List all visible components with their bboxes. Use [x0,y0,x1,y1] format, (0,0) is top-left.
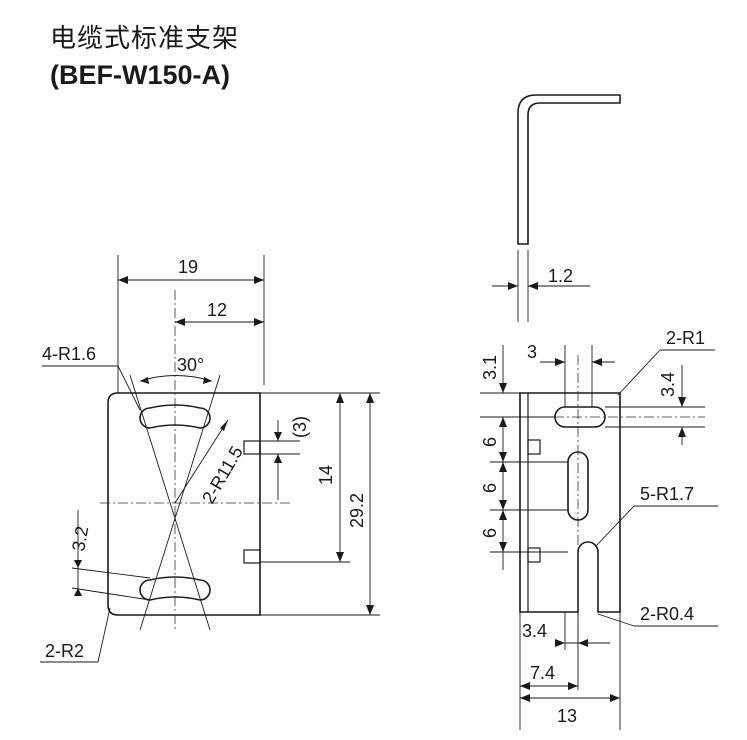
front-bump-upper [243,440,261,455]
front-view: 19 12 4-R1.6 30° 2-R11.5 (3) 14 [40,255,380,663]
dim-3-4-bottom: 3.4 [522,621,547,641]
front-plate-outline [107,392,261,616]
angle-arc-30 [139,375,213,382]
label-5-r1-7: 5-R1.7 [640,484,694,504]
page-title: 电缆式标准支架 [50,24,240,54]
radius-11-5-line [174,419,229,504]
fan-line-2 [139,374,221,631]
model-number: (BEF-W150-A) [50,60,230,90]
dim-paren-3: (3) [290,416,310,438]
rear-bump-lower [527,547,541,563]
radius-arrow [220,420,228,431]
dim-19: 19 [178,257,198,277]
l-bracket-profile [517,94,621,245]
dim-6-c: 6 [480,528,500,538]
dim-6-a: 6 [480,437,500,447]
dim-3-2: 3.2 [68,525,92,553]
dim-13: 13 [557,706,577,726]
dim-3: 3 [527,342,537,362]
front-bump-lower [243,549,261,564]
dim-3-1: 3.1 [480,355,500,380]
dim-29-2: 29.2 [347,493,367,528]
rear-bump-upper [527,439,541,455]
dim-1-2: 1.2 [548,266,573,286]
angle-30: 30° [177,355,204,375]
label-2-r1: 2-R1 [666,328,705,348]
label-2-r0-4: 2-R0.4 [640,604,694,624]
dim-7-4: 7.4 [530,663,555,683]
dim-12: 12 [207,300,227,320]
dim-14: 14 [316,465,336,485]
label-4-r1-6: 4-R1.6 [42,344,96,364]
fan-line-1 [129,374,211,631]
dim-6-b: 6 [480,483,500,493]
label-2-r2: 2-R2 [45,641,84,661]
dim-3-4-right: 3.4 [658,372,678,397]
side-view: 1.2 [492,94,621,322]
rear-view: 3.1 3 2-R1 3.4 6 6 6 5-R1.7 [480,328,718,730]
